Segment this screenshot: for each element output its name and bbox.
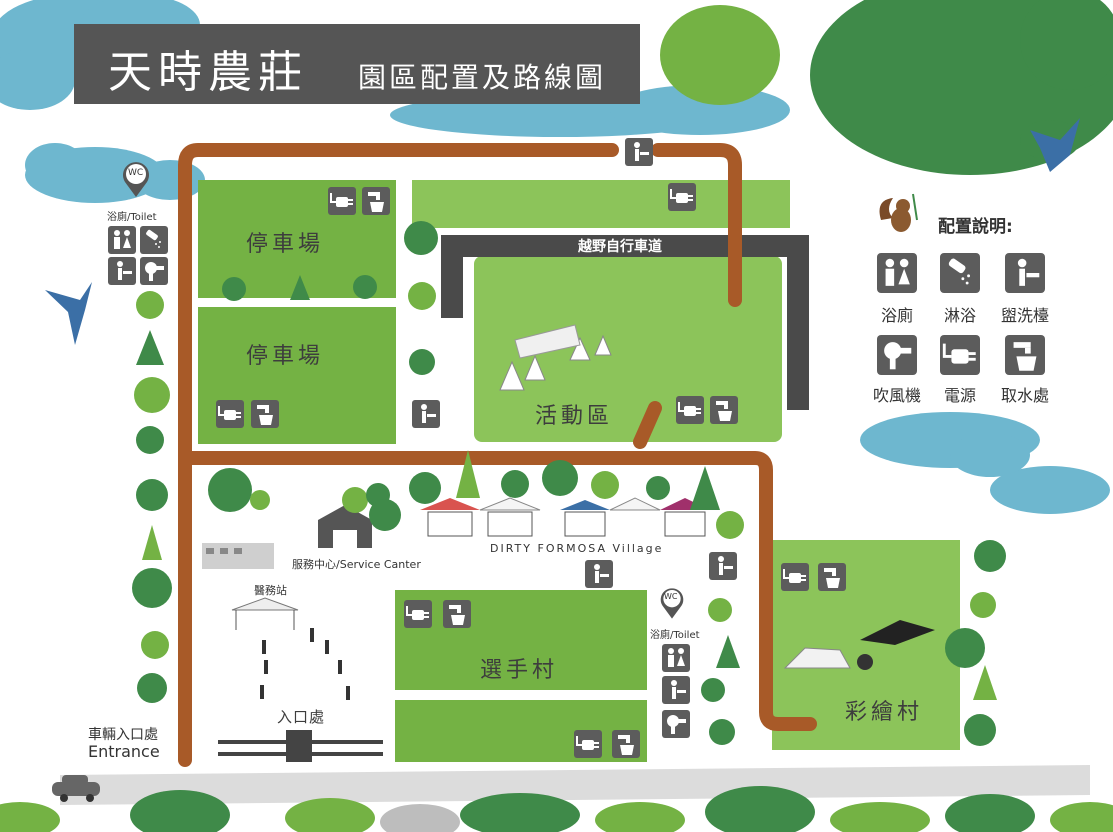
field-players-1 bbox=[395, 590, 647, 690]
hair-dryer-icon bbox=[662, 710, 690, 738]
wc-pin-west[interactable]: WC bbox=[121, 160, 151, 202]
toilet-icon bbox=[877, 253, 917, 293]
power-plug-icon bbox=[216, 400, 244, 428]
power-plug-icon bbox=[676, 396, 704, 424]
service-center-building bbox=[202, 505, 372, 569]
power-plug-icon bbox=[328, 187, 356, 215]
bike-trail bbox=[441, 235, 809, 410]
car bbox=[52, 775, 100, 802]
main-path bbox=[178, 143, 817, 767]
squirrel-icon bbox=[879, 193, 918, 232]
queue-markers bbox=[260, 628, 350, 700]
cloud-right bbox=[860, 412, 1110, 514]
shower-icon bbox=[140, 226, 168, 254]
camping-tent bbox=[783, 620, 935, 670]
legend-label-hair-dryer: 吹風機 bbox=[872, 386, 921, 405]
zone-parking-1: 停車場 bbox=[246, 232, 325, 257]
water-tap-icon bbox=[443, 600, 471, 628]
field-activity bbox=[474, 256, 782, 442]
wc-pin-label: WC bbox=[128, 168, 144, 178]
legend-label-shower: 淋浴 bbox=[943, 306, 976, 325]
power-plug-icon bbox=[940, 335, 980, 375]
entrance-label-zh: 車輛入口處 bbox=[88, 727, 158, 743]
map-subtitle: 園區配置及路線圖 bbox=[358, 61, 607, 94]
entrance-fence bbox=[218, 730, 383, 762]
toilet-west-label: 浴廁/Toilet bbox=[107, 212, 157, 223]
market-stalls bbox=[420, 497, 710, 537]
activity-tents bbox=[499, 324, 612, 391]
field-players-2 bbox=[395, 700, 647, 762]
wash-basin-icon bbox=[585, 560, 613, 588]
shower-icon bbox=[940, 253, 980, 293]
hair-dryer-icon bbox=[877, 335, 917, 375]
bird-left bbox=[45, 282, 92, 345]
bird-right bbox=[1030, 118, 1080, 172]
hair-dryer-icon bbox=[140, 257, 168, 285]
legend-label-wash-basin: 盥洗檯 bbox=[1000, 306, 1049, 325]
water-tap-icon bbox=[710, 396, 738, 424]
bike-trail-label: 越野自行車道 bbox=[578, 239, 662, 255]
wash-basin-icon bbox=[662, 676, 690, 704]
wc-pin-label: WC bbox=[664, 592, 678, 601]
wash-basin-icon bbox=[1005, 253, 1045, 293]
trees bbox=[132, 221, 1006, 746]
zone-players-village: 選手村 bbox=[480, 658, 559, 683]
toilet-icon bbox=[108, 226, 136, 254]
zone-activity: 活動區 bbox=[535, 404, 614, 429]
field-strip-top bbox=[412, 180, 790, 228]
legend-label-water-tap: 取水處 bbox=[1000, 386, 1049, 405]
toilet-center-label: 浴廁/Toilet bbox=[650, 630, 700, 641]
entrance-label-en: Entrance bbox=[88, 742, 160, 761]
wc-pin-center[interactable]: WC bbox=[659, 586, 685, 624]
water-tap-icon bbox=[818, 563, 846, 591]
water-tap-icon bbox=[1005, 335, 1045, 375]
road bbox=[60, 765, 1090, 805]
power-plug-icon bbox=[574, 730, 602, 758]
legend-title: 配置說明: bbox=[938, 217, 1013, 237]
power-plug-icon bbox=[668, 183, 696, 211]
toilet-icon bbox=[662, 644, 690, 672]
wash-basin-icon bbox=[108, 257, 136, 285]
power-plug-icon bbox=[404, 600, 432, 628]
zone-parking-2: 停車場 bbox=[246, 344, 325, 369]
water-tap-icon bbox=[251, 400, 279, 428]
legend-label-power: 電源 bbox=[943, 386, 976, 405]
clinic-label: 醫務站 bbox=[254, 584, 287, 597]
zone-caihui-village: 彩繪村 bbox=[845, 700, 924, 725]
legend-label-toilet: 浴廁 bbox=[880, 306, 913, 325]
dirty-formosa-label: DIRTY FORMOSA Village bbox=[490, 542, 664, 555]
bottom-shrubs bbox=[0, 786, 1113, 832]
wash-basin-icon bbox=[625, 138, 653, 166]
map-title: 天時農莊 bbox=[108, 47, 308, 98]
wash-basin-icon bbox=[412, 400, 440, 428]
water-tap-icon bbox=[362, 187, 390, 215]
entrance-gate-label: 入口處 bbox=[277, 708, 326, 726]
wash-basin-icon bbox=[709, 552, 737, 580]
service-center-label: 服務中心/Service Canter bbox=[292, 558, 421, 571]
power-plug-icon bbox=[781, 563, 809, 591]
clinic-tent bbox=[231, 597, 299, 630]
water-tap-icon bbox=[612, 730, 640, 758]
